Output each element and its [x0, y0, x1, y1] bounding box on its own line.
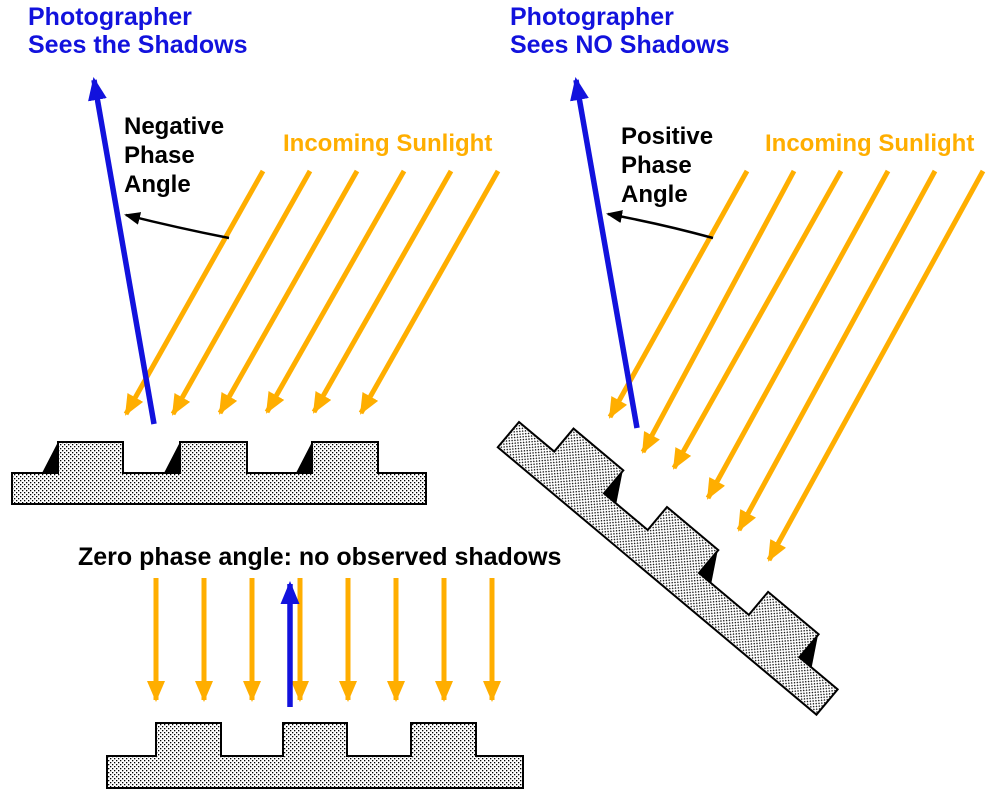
- right-observer-label-line2: Sees NO Shadows: [510, 31, 730, 59]
- sunlight-ray: [123, 169, 266, 416]
- positive-phase-line2: Phase: [621, 152, 692, 179]
- right-incoming-sunlight-label: Incoming Sunlight: [765, 130, 975, 157]
- left-cratered-surface: [11, 441, 427, 505]
- shadow-triangle: [296, 442, 312, 473]
- left-phase-angle-arc: [124, 212, 230, 240]
- left-observer-label-line2: Sees the Shadows: [28, 31, 248, 59]
- left-incoming-sunlight-label: Incoming Sunlight: [283, 130, 493, 157]
- shadow-triangle: [164, 442, 180, 473]
- negative-phase-line3: Angle: [124, 171, 191, 198]
- shadow-triangle: [42, 442, 58, 473]
- bottom-cratered-surface: [106, 722, 524, 789]
- negative-phase-angle-label: Negative Phase Angle: [124, 112, 224, 199]
- shadow-triangle: [604, 471, 623, 504]
- sunlight-ray: [264, 169, 407, 414]
- sunlight-ray: [671, 169, 844, 470]
- right-phase-angle-arc: [606, 210, 714, 240]
- positive-phase-line3: Angle: [621, 181, 688, 208]
- surface-outline: [106, 722, 524, 789]
- tilted-cratered-surface: [496, 420, 840, 717]
- right-observer-label: Photographer Sees NO Shadows: [510, 3, 730, 59]
- sunlight-ray: [736, 169, 938, 532]
- sunlight-ray: [170, 169, 313, 416]
- right-observer-arrow: [570, 77, 640, 429]
- sunlight-ray: [766, 169, 986, 562]
- zero-sunlight-rays: [147, 578, 501, 702]
- shadow-triangle: [699, 550, 718, 584]
- right-sunlight-rays: [607, 169, 986, 562]
- sunlight-ray: [705, 169, 891, 500]
- positive-phase-angle-label: Positive Phase Angle: [621, 122, 713, 209]
- negative-phase-line1: Negative: [124, 113, 225, 140]
- surface-outline: [11, 441, 427, 505]
- sunlight-ray: [358, 169, 501, 415]
- sunlight-ray: [217, 169, 360, 415]
- shadow-triangle: [799, 635, 819, 668]
- left-observer-arrow: [88, 77, 157, 425]
- left-sunlight-rays: [123, 169, 501, 416]
- sunlight-ray: [640, 169, 797, 454]
- positive-phase-line1: Positive: [621, 123, 714, 150]
- right-observer-label-line1: Photographer: [510, 3, 674, 31]
- sunlight-ray: [311, 169, 454, 414]
- left-observer-label: Photographer Sees the Shadows: [28, 3, 248, 59]
- sunlight-ray: [607, 169, 750, 419]
- left-observer-label-line1: Photographer: [28, 3, 192, 31]
- zero-phase-caption: Zero phase angle: no observed shadows: [78, 543, 562, 571]
- surface-outline: [496, 420, 840, 717]
- negative-phase-line2: Phase: [124, 142, 195, 169]
